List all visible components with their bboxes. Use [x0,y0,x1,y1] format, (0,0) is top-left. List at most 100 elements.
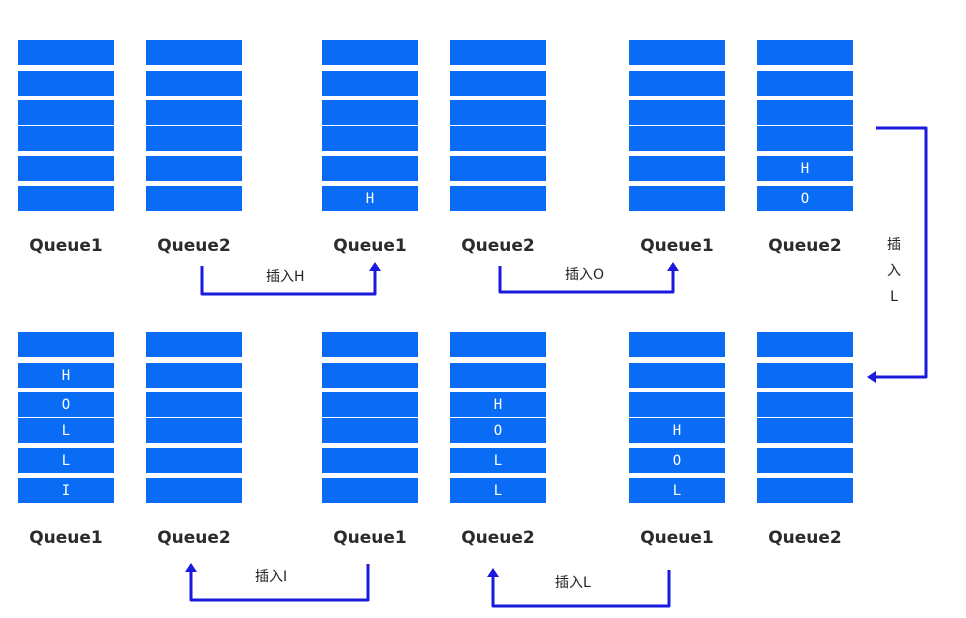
queue-slot [18,40,114,65]
queue-slot [322,40,418,65]
arrow-insert-i [189,564,370,602]
queue-slot [757,126,853,151]
queue-slot [450,332,546,357]
queue-slot [757,363,853,388]
queue-slot [629,332,725,357]
queue-slot [322,448,418,473]
arrow-label: 插入I [255,569,288,585]
queue-stack [18,40,114,212]
queue-slot: O [18,392,114,417]
queue-label: Queue2 [768,236,842,256]
arrow-insert-h [200,266,377,296]
queue-label: Queue2 [157,236,231,256]
queue-slot [322,478,418,503]
queue-slot [322,418,418,443]
queue-slot [18,71,114,96]
queue-slot [18,186,114,211]
queue-slot [757,448,853,473]
arrow-insert-o [498,266,675,294]
queue-label: Queue1 [333,528,407,548]
queue-slot: H [757,156,853,181]
queue-slot: H [629,418,725,443]
queue-slot [629,156,725,181]
arrow-label: 插入H [266,269,305,285]
queue-slot: L [629,478,725,503]
queue-slot: H [18,363,114,388]
arrow-insert-l-right [876,126,928,379]
queue-label: Queue2 [768,528,842,548]
queue-slot [322,71,418,96]
queue-slot [450,186,546,211]
queue-slot [322,126,418,151]
queue-label: Queue1 [333,236,407,256]
queue-slot [146,418,242,443]
queue-stack [450,40,546,212]
queue-slot [146,186,242,211]
arrow-head [867,371,876,383]
queue-slot: I [18,478,114,503]
queue-slot [450,100,546,125]
queue-slot [450,126,546,151]
arrow-label: 插入L [887,237,901,305]
arrow-label: 插入L [555,575,591,591]
queue-label: Queue1 [29,236,103,256]
queue-label: Queue2 [461,236,535,256]
queue-label: Queue2 [157,528,231,548]
queue-slot [629,363,725,388]
queue-slot [322,156,418,181]
queue-label: Queue1 [640,528,714,548]
queue-slot: L [450,448,546,473]
queue-label: Queue1 [29,528,103,548]
queue-slot [629,71,725,96]
queue-slot [450,156,546,181]
queue-slot [146,392,242,417]
arrow-head [369,262,381,271]
queue-slot [322,100,418,125]
queue-slot [757,100,853,125]
queue-slot [757,332,853,357]
queue-slot [146,71,242,96]
queue-slot [757,392,853,417]
queue-slot [757,71,853,96]
arrow-insert-l-bottom [491,570,671,608]
queue-slot: L [18,448,114,473]
queue-label: Queue1 [640,236,714,256]
arrow-head [667,262,679,271]
queue-slot [146,363,242,388]
queue-slot [450,363,546,388]
queue-slot [322,363,418,388]
queue-slot [146,156,242,181]
queue-slot [757,40,853,65]
arrow-head [487,568,499,577]
queue-slot: O [629,448,725,473]
queue-stack [146,332,242,504]
queue-slot [629,40,725,65]
queue-label: Queue2 [461,528,535,548]
queue-slot: H [322,186,418,211]
queue-stack [322,332,418,504]
arrow-label: 插入O [565,267,605,283]
queue-slot [322,332,418,357]
arrow-head [185,563,197,572]
queue-slot: L [18,418,114,443]
queue-slot [18,332,114,357]
queue-slot [146,126,242,151]
queue-slot [450,71,546,96]
queue-slot [146,478,242,503]
queue-slot: H [450,392,546,417]
queue-slot [18,100,114,125]
queue-slot [629,100,725,125]
queue-slot [322,392,418,417]
queue-slot: O [450,418,546,443]
queue-slot: L [450,478,546,503]
queue-slot [146,332,242,357]
queue-slot [629,186,725,211]
queue-slot [18,156,114,181]
queue-slot [757,418,853,443]
queue-slot [146,100,242,125]
queue-slot [146,40,242,65]
